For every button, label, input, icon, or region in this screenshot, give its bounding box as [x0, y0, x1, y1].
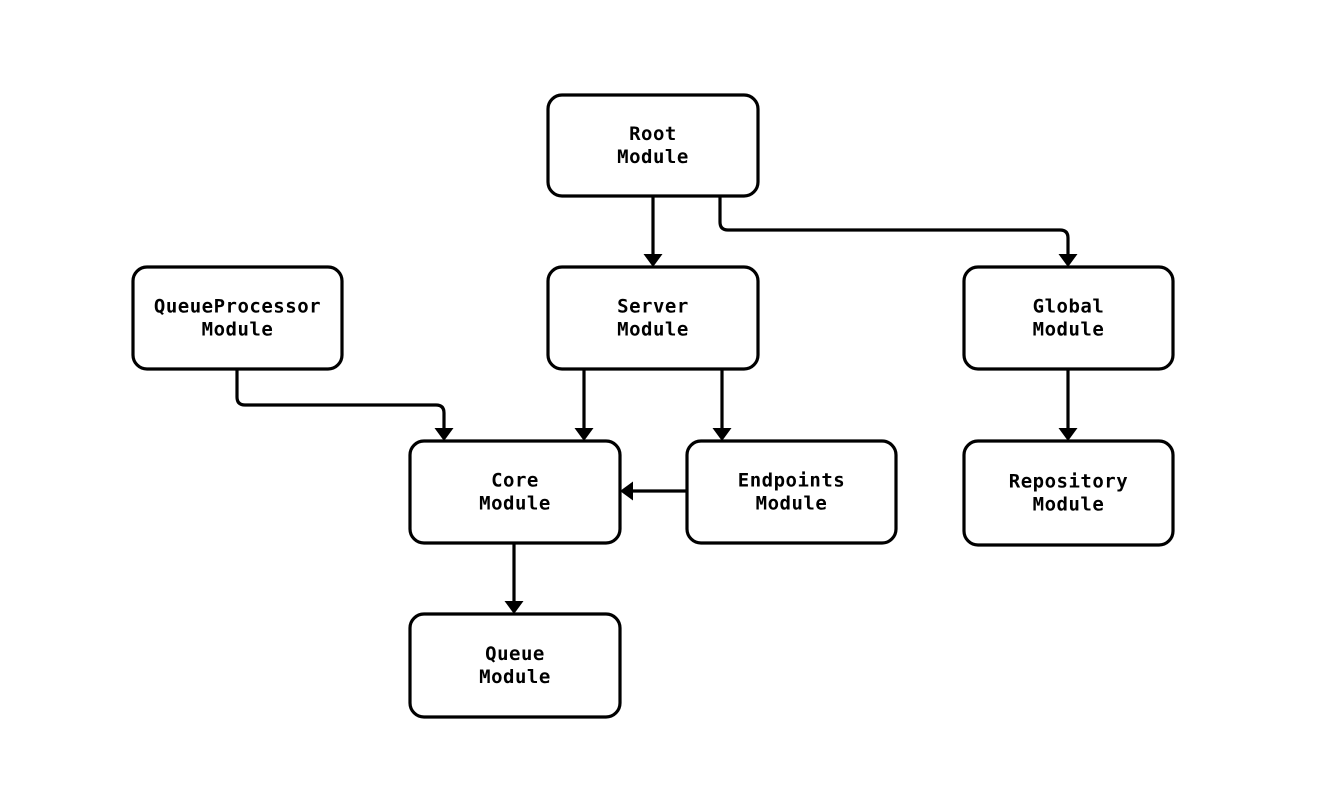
node-label-line2: Module: [202, 319, 274, 341]
edge-root-to-server: [643, 196, 663, 267]
node-layer: RootModuleQueueProcessorModuleServerModu…: [131, 93, 1175, 719]
arrowhead-icon: [434, 428, 454, 441]
node-box[interactable]: [546, 93, 760, 198]
node-label-line1: Endpoints: [738, 470, 845, 492]
arrowhead-icon: [620, 481, 633, 501]
node-box[interactable]: [131, 265, 344, 371]
arrowhead-icon: [1058, 428, 1078, 441]
node-box[interactable]: [962, 265, 1175, 371]
node-label-line2: Module: [1033, 494, 1105, 516]
node-label-line1: Root: [629, 123, 677, 145]
arrowhead-icon: [1058, 254, 1078, 267]
edge-global-to-repository: [1058, 369, 1078, 441]
node-label-line1: Global: [1033, 296, 1105, 318]
edge-layer: [235, 196, 1078, 614]
node-label-line1: Queue: [485, 643, 545, 665]
arrowhead-icon: [574, 428, 594, 441]
arrowhead-icon: [504, 601, 524, 614]
edge-queueprocessor-to-core: [235, 369, 454, 441]
node-label-line2: Module: [756, 493, 828, 515]
node-label-line2: Module: [479, 666, 551, 688]
node-label-line1: QueueProcessor: [154, 296, 321, 318]
node-box[interactable]: [408, 439, 622, 545]
node-label-line1: Core: [491, 470, 539, 492]
edge-server-to-core: [574, 369, 594, 441]
node-label-line2: Module: [617, 146, 689, 168]
node-label-line1: Server: [617, 296, 689, 318]
edge-core-to-queue: [504, 543, 524, 614]
node-label-line2: Module: [1033, 319, 1105, 341]
arrowhead-icon: [643, 254, 663, 267]
edge-line: [235, 369, 446, 429]
edge-server-to-endpoints: [712, 369, 732, 441]
edge-endpoints-to-core: [620, 481, 687, 501]
node-box[interactable]: [546, 265, 760, 371]
node-label-line1: Repository: [1009, 471, 1128, 493]
node-box[interactable]: [685, 439, 898, 545]
node-label-line2: Module: [479, 493, 551, 515]
edge-root-to-global: [718, 196, 1078, 267]
edge-line: [718, 196, 1070, 255]
node-box[interactable]: [962, 439, 1175, 547]
node-box[interactable]: [408, 612, 622, 719]
node-label-line2: Module: [617, 319, 689, 341]
arrowhead-icon: [712, 428, 732, 441]
